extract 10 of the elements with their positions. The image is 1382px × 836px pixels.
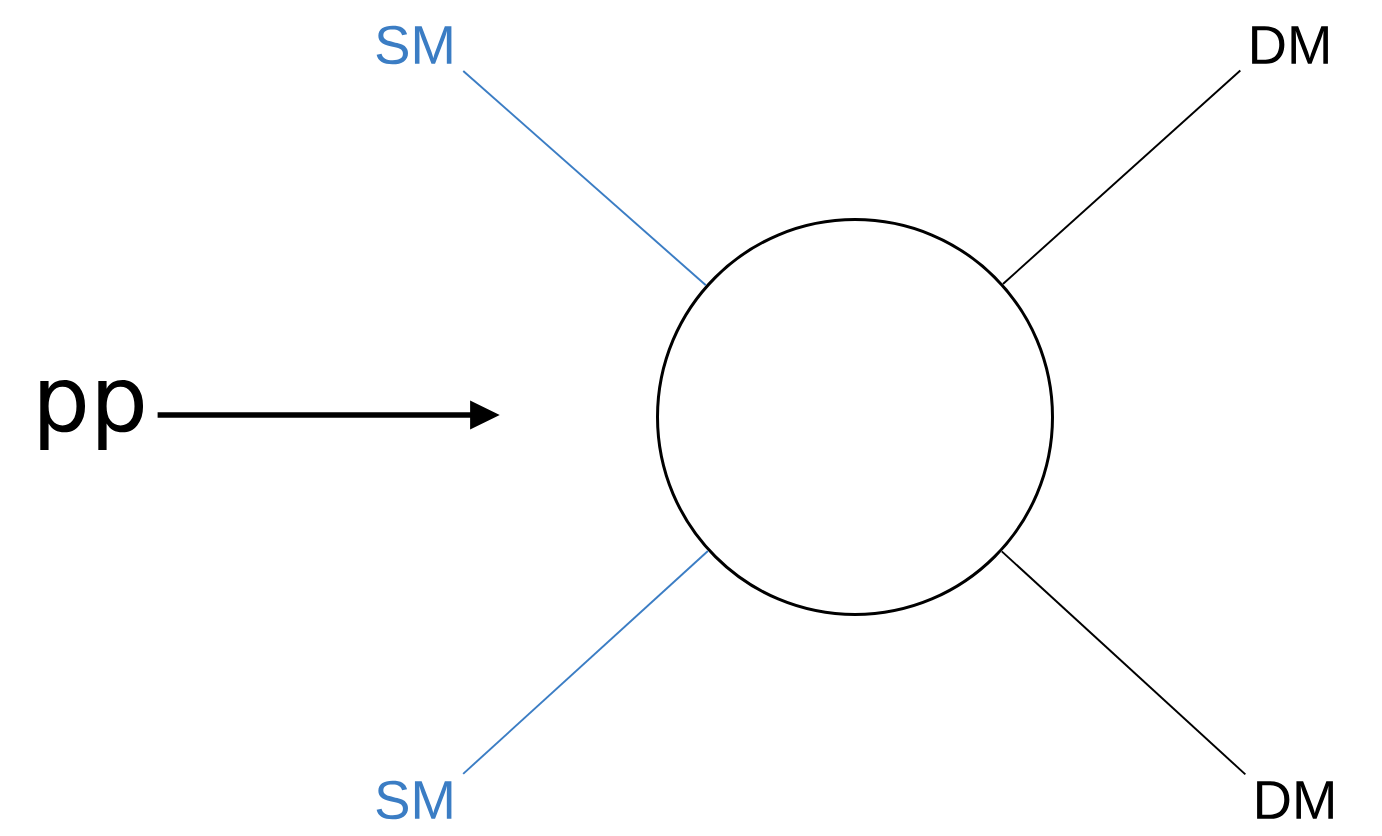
line: [462, 550, 709, 775]
particle-label: SM: [376, 780, 452, 820]
line: [1002, 69, 1242, 285]
line: [462, 70, 707, 287]
circle-shape: [656, 218, 1054, 616]
particle-label: SM: [376, 25, 452, 65]
line: [1000, 550, 1247, 776]
formula-text: pp: [40, 379, 144, 451]
particle-label: DM: [1257, 781, 1333, 819]
particle-label: DM: [1252, 26, 1328, 64]
